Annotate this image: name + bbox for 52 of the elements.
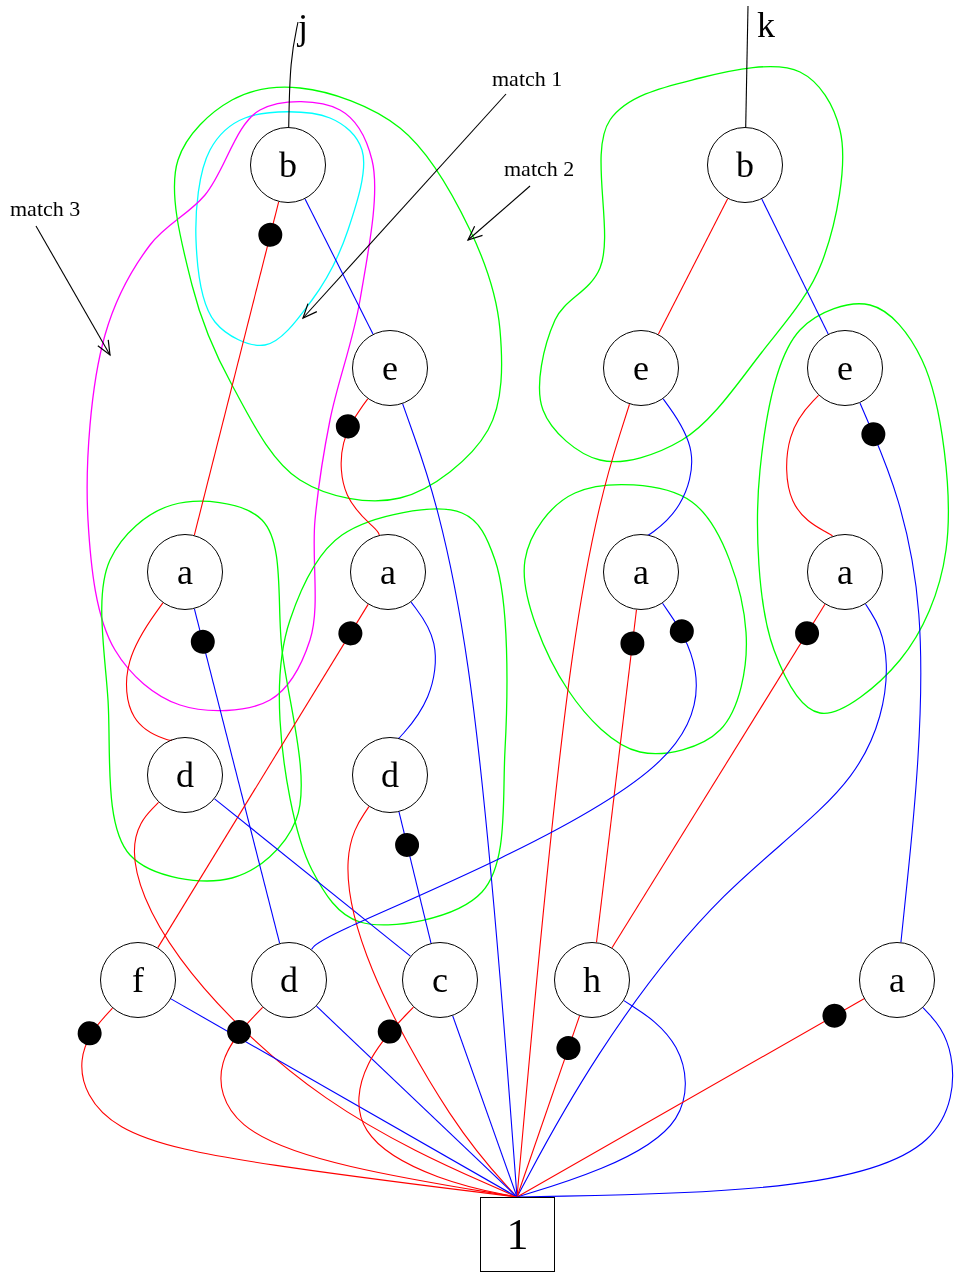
node-letter: a <box>633 551 649 593</box>
node-letter: e <box>382 347 398 389</box>
node-letter: a <box>837 551 853 593</box>
node-letter: e <box>837 347 853 389</box>
tree-label: j <box>298 8 320 46</box>
node-letter: d <box>381 754 399 796</box>
leader-line <box>35 225 111 356</box>
tree-edge <box>315 1005 518 1198</box>
node-letter: d <box>280 959 298 1001</box>
tree-edge <box>516 1007 954 1198</box>
tree-edge <box>859 402 922 943</box>
tree-edge <box>214 798 411 957</box>
node-letter: a <box>380 551 396 593</box>
tree-edge <box>288 21 299 128</box>
tree-edge <box>125 602 172 741</box>
node-letter: a <box>177 551 193 593</box>
node-letter: e <box>633 347 649 389</box>
tree-edge <box>596 609 645 943</box>
tree-edge <box>516 1015 581 1198</box>
node-letter: f <box>132 959 144 1001</box>
tree-edge <box>311 602 697 950</box>
leader-line <box>467 185 531 241</box>
node-letter: d <box>176 754 194 796</box>
match-label: match 1 <box>492 66 592 92</box>
tree-edge <box>611 603 826 949</box>
tree-label: k <box>757 6 779 44</box>
tree-edge <box>157 603 369 949</box>
tree-edge <box>190 608 281 944</box>
tree-edge <box>657 198 729 335</box>
node-letter: a <box>889 959 905 1001</box>
tree-edge <box>647 398 693 536</box>
tree-edge <box>745 5 749 128</box>
tree-edge <box>358 1006 518 1198</box>
root-label: 1 <box>506 1209 529 1260</box>
tree-edge <box>516 603 887 1198</box>
tree-edge <box>335 398 380 536</box>
tree-edge <box>395 811 432 944</box>
leader-line <box>302 93 507 319</box>
tree-edge <box>304 198 374 335</box>
tree-edge <box>516 998 865 1198</box>
tree-edge <box>193 201 283 536</box>
match-label: match 2 <box>504 156 604 182</box>
node-letter: h <box>583 959 601 1001</box>
node-letter: b <box>736 144 754 186</box>
node-letter: c <box>432 959 448 1001</box>
tree-edge <box>761 198 829 335</box>
tree-edge <box>786 394 833 537</box>
match-label: match 3 <box>10 196 110 222</box>
tree-edge <box>452 1015 518 1198</box>
tree-edge <box>397 601 436 740</box>
node-letter: b <box>279 144 297 186</box>
root-box <box>480 1197 555 1272</box>
